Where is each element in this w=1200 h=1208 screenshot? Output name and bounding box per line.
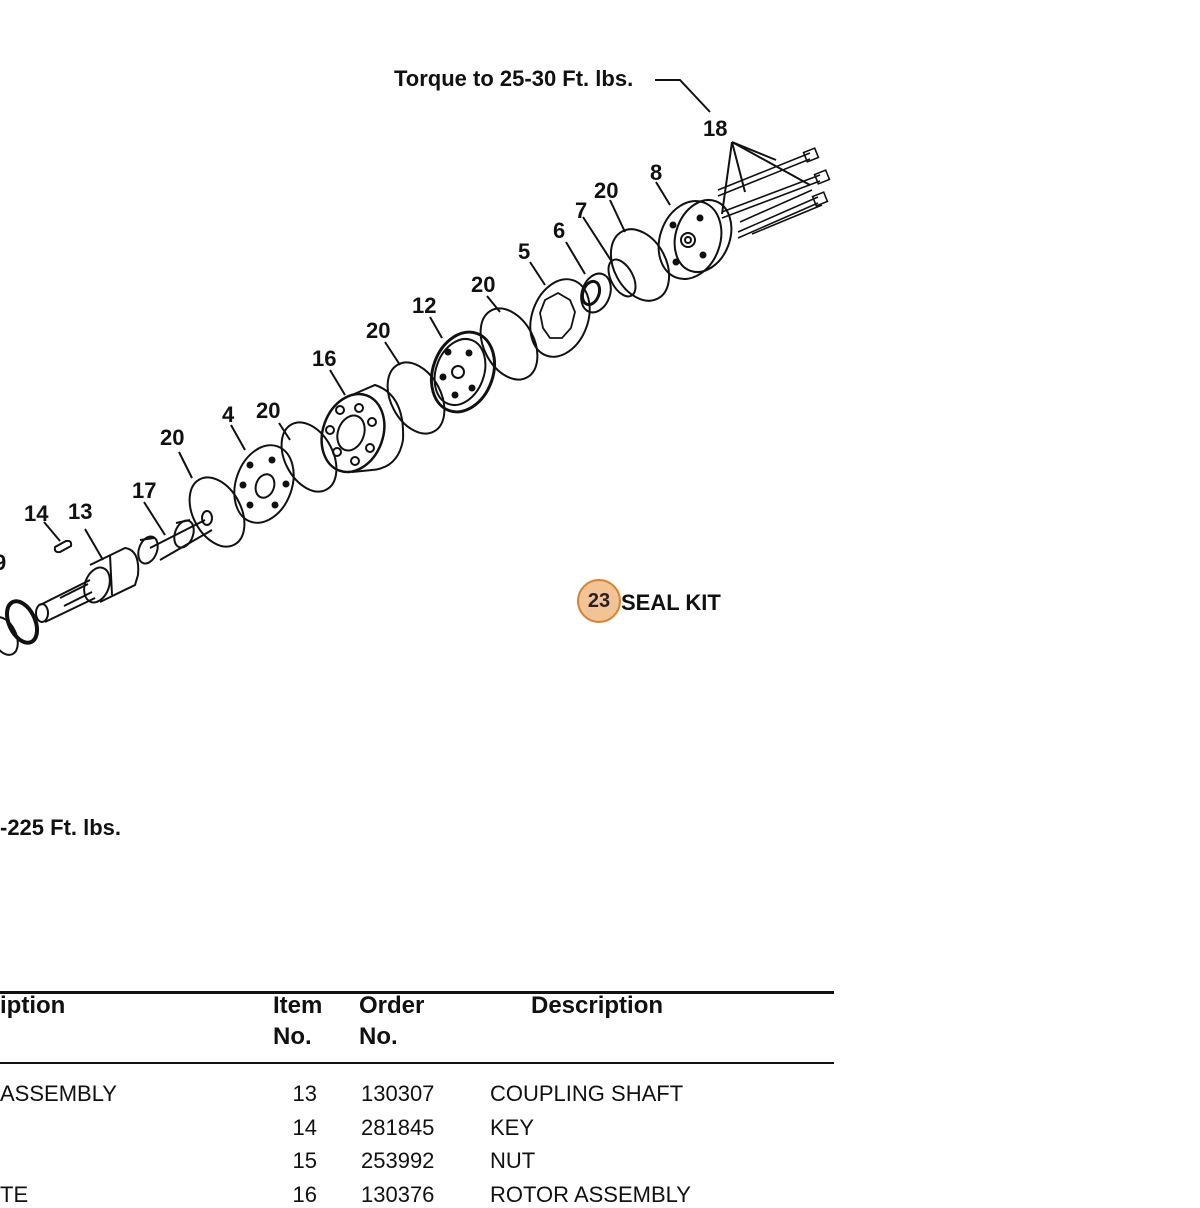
row-1-description: COUPLING SHAFT [490, 1081, 684, 1106]
row-1-order: 130307 [361, 1081, 435, 1106]
row-1-item: 13 [292, 1081, 317, 1106]
valve-plate-item-12 [429, 316, 496, 414]
torque-note-bottom: -225 Ft. lbs. [0, 815, 122, 840]
header-order-no: Order No. [359, 990, 424, 1052]
seal-kit-item-badge: 23 [577, 579, 621, 623]
callout-13: 13 [68, 499, 93, 524]
o-ring-item-20-c [384, 341, 446, 435]
header-order-line1: Order [359, 992, 425, 1019]
row-2-order: 281845 [361, 1115, 435, 1140]
seal-kit-label: SEAL KIT [621, 590, 721, 615]
seal-item-9 [0, 599, 40, 656]
o-ring-item-7 [582, 216, 637, 298]
callout-7: 7 [575, 198, 588, 223]
callout-17: 17 [132, 478, 157, 503]
row-4-order: 130376 [361, 1182, 435, 1207]
o-ring-item-20-e [178, 451, 246, 548]
callout-16: 16 [312, 346, 337, 371]
torque-note-top: Torque to 25-30 Ft. lbs. [394, 66, 634, 91]
callout-20-b: 20 [471, 272, 496, 297]
callout-20-a: 20 [594, 178, 619, 203]
bolts-item-18 [717, 147, 831, 239]
callout-6: 6 [553, 218, 566, 243]
table-header-rule [0, 1062, 834, 1064]
wear-plate-item-4 [230, 424, 295, 524]
row-2-description: KEY [490, 1115, 535, 1140]
plate-item-5 [529, 261, 591, 358]
rotor-assembly-item-16 [320, 369, 405, 474]
row-3-order: 253992 [361, 1148, 435, 1173]
end-cap-item-8 [655, 181, 733, 280]
callout-12: 12 [412, 293, 437, 318]
header-item-line2: No. [273, 1023, 312, 1050]
callout-20-e: 20 [160, 425, 185, 450]
callout-18: 18 [703, 116, 728, 141]
table-top-rule [0, 991, 834, 994]
header-item-no: Item No. [273, 990, 322, 1052]
bolt-leader-lines [721, 141, 811, 215]
torque-leader-line [655, 79, 711, 113]
callout-20-c: 20 [366, 318, 391, 343]
header-order-line2: No. [359, 1023, 398, 1050]
o-ring-item-20-d [278, 421, 338, 493]
callout-4: 4 [222, 402, 235, 427]
row-3-item: 15 [292, 1148, 317, 1173]
header-item-line1: Item [273, 992, 323, 1019]
callout-14: 14 [24, 501, 49, 526]
row-4-left-description: TE [0, 1182, 29, 1207]
callout-9: 9 [0, 550, 7, 575]
callout-5: 5 [518, 239, 531, 264]
row-4-description: ROTOR ASSEMBLY [490, 1182, 691, 1207]
header-description-left: iption [0, 992, 66, 1019]
o-ring-item-20-a [609, 199, 671, 302]
callout-20-d: 20 [256, 398, 281, 423]
key-item-14 [43, 521, 73, 554]
o-ring-item-20-b [479, 295, 539, 381]
coupling-shaft-item-13 [35, 528, 140, 623]
drive-shaft-item-17 [137, 501, 213, 565]
row-2-item: 14 [292, 1115, 317, 1140]
row-3-description: NUT [490, 1148, 536, 1173]
callout-8: 8 [650, 160, 663, 185]
row-1-left-description: ASSEMBLY [0, 1081, 117, 1106]
header-description-right: Description [531, 992, 664, 1019]
row-4-item: 16 [292, 1182, 317, 1207]
